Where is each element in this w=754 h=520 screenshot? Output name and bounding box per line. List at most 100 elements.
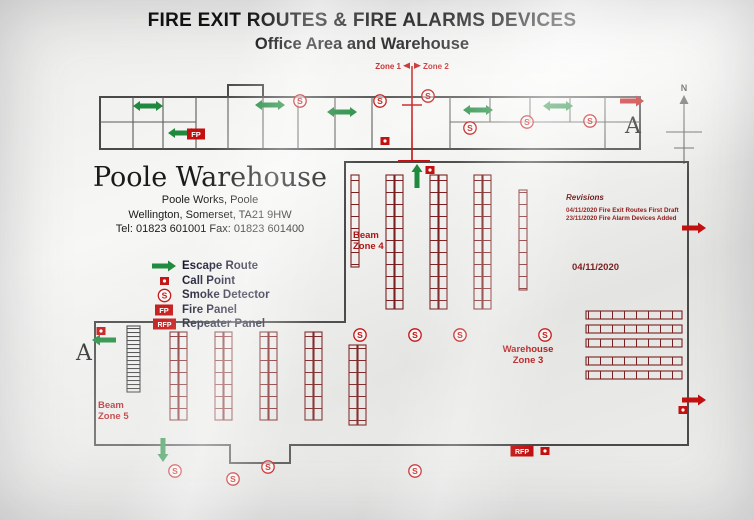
fire-exit-arrow-icon <box>682 222 706 234</box>
legend-label: Call Point <box>182 274 236 287</box>
page-title: FIRE EXIT ROUTES & FIRE ALARMS DEVICES <box>147 10 577 31</box>
storage-rack <box>585 324 683 334</box>
storage-rack <box>304 331 314 421</box>
escape-route-arrow-icon <box>411 164 423 188</box>
call-point-icon <box>425 166 435 174</box>
storage-rack <box>585 338 683 348</box>
escape-route-arrow-icon <box>255 100 285 110</box>
stairs <box>126 325 141 393</box>
storage-rack <box>348 344 358 426</box>
storage-rack <box>169 331 179 421</box>
site-address-line2: Wellington, Somerset, TA21 9HW <box>128 208 292 221</box>
revision-entry: 23/11/2020 Fire Alarm Devices Added <box>566 215 677 222</box>
storage-rack <box>313 331 323 421</box>
storage-rack <box>357 344 367 426</box>
storage-rack <box>438 174 448 310</box>
smoke-detector-icon <box>293 94 307 108</box>
beam-zone5-label-line1: Beam <box>98 400 124 411</box>
storage-rack <box>482 174 492 310</box>
storage-rack <box>259 331 269 421</box>
storage-rack <box>518 189 528 291</box>
section-marker-a-left: A <box>75 341 93 366</box>
north-label: N <box>681 83 688 93</box>
legend-label: Repeater Panel <box>182 318 266 331</box>
smoke-detector-icon <box>421 89 435 103</box>
beam-zone4-label-line2: Zone 4 <box>353 241 384 252</box>
legend-row-call-point: Call Point <box>146 274 270 289</box>
section-marker-a-right: A <box>624 114 642 139</box>
storage-rack <box>385 174 395 310</box>
smoke-detector-icon <box>408 464 422 478</box>
site-address-line1: Poole Works, Poole <box>161 194 259 207</box>
beam-zone4-label-line1: Beam <box>353 230 379 241</box>
call-point-icon <box>540 447 550 455</box>
plan-date: 04/11/2020 <box>572 262 619 273</box>
storage-rack <box>585 356 683 366</box>
escape-route-arrow-icon <box>133 101 163 111</box>
storage-rack <box>585 370 683 380</box>
revision-entry: 04/11/2020 Fire Exit Routes First Draft <box>566 207 680 214</box>
smoke-detector-icon <box>583 114 597 128</box>
call-point-icon <box>96 327 106 335</box>
smoke-detector-icon <box>538 328 552 342</box>
smoke-detector-icon <box>453 328 467 342</box>
beam-zone5-label-line2: Zone 5 <box>98 411 129 422</box>
office-floor-plan <box>99 84 644 150</box>
storage-rack <box>223 331 233 421</box>
storage-rack <box>214 331 224 421</box>
call-point-icon <box>678 406 688 414</box>
storage-rack <box>429 174 439 310</box>
warehouse-floor-plan: Beam Zone 4 Warehouse Zone 3 Beam Zone 5 <box>92 161 706 486</box>
zone-divider: Zone 1 Zone 2 <box>375 62 449 162</box>
smoke-detector-icon <box>408 328 422 342</box>
warehouse-zone3-label-line1: Warehouse <box>503 344 554 355</box>
zone2-label: Zone 2 <box>423 62 449 71</box>
smoke-detector-icon <box>353 328 367 342</box>
fire-panel-icon <box>187 128 205 140</box>
escape-route-arrow-icon <box>543 101 573 111</box>
north-arrow: N <box>666 83 702 164</box>
fire-panel-legend-icon <box>146 304 182 316</box>
title-block: FIRE EXIT ROUTES & FIRE ALARMS DEVICES O… <box>0 10 724 54</box>
north-arrowhead-icon <box>679 95 689 104</box>
page-subtitle: Office Area and Warehouse <box>254 35 470 53</box>
office-walls <box>99 84 641 150</box>
escape-route-legend-icon <box>146 260 182 272</box>
storage-rack <box>178 331 188 421</box>
smoke-detector-legend-icon <box>146 288 182 303</box>
site-info: Poole Warehouse Poole Works, Poole Welli… <box>88 162 332 237</box>
warehouse-zone3-label-line2: Zone 3 <box>513 355 544 366</box>
legend-row-smoke-detector: Smoke Detector <box>146 288 270 303</box>
fire-exit-arrow-icon <box>682 394 706 406</box>
smoke-detector-icon <box>463 121 477 135</box>
storage-rack <box>350 174 360 268</box>
smoke-detector-icon <box>168 464 182 478</box>
revisions-block: Revisions 04/11/2020 Fire Exit Routes Fi… <box>566 193 680 273</box>
zone2-arrow-icon <box>414 62 421 69</box>
escape-route-arrow-icon <box>463 105 493 115</box>
legend: Escape Route Call Point Smoke Detector F… <box>146 259 270 332</box>
storage-rack <box>473 174 483 310</box>
smoke-detector-icon <box>261 460 275 474</box>
legend-row-escape-route: Escape Route <box>146 259 270 274</box>
site-name: Poole Warehouse <box>92 162 328 193</box>
storage-rack <box>394 174 404 310</box>
legend-label: Smoke Detector <box>182 289 270 302</box>
escape-route-arrow-icon <box>327 107 357 117</box>
legend-label: Fire Panel <box>182 303 237 316</box>
escape-route-arrow-icon <box>157 438 169 462</box>
revisions-heading: Revisions <box>566 193 604 202</box>
smoke-detector-icon <box>226 472 240 486</box>
legend-row-fire-panel: Fire Panel <box>146 303 270 318</box>
smoke-detector-icon <box>373 94 387 108</box>
storage-rack <box>585 310 683 320</box>
site-address-line3: Tel: 01823 601001 Fax: 01823 601400 <box>115 223 305 236</box>
call-point-legend-icon <box>146 276 182 286</box>
zone1-label: Zone 1 <box>375 62 401 71</box>
repeater-panel-legend-icon <box>146 318 182 330</box>
storage-rack <box>268 331 278 421</box>
legend-label: Escape Route <box>182 260 259 273</box>
call-point-icon <box>380 137 390 145</box>
